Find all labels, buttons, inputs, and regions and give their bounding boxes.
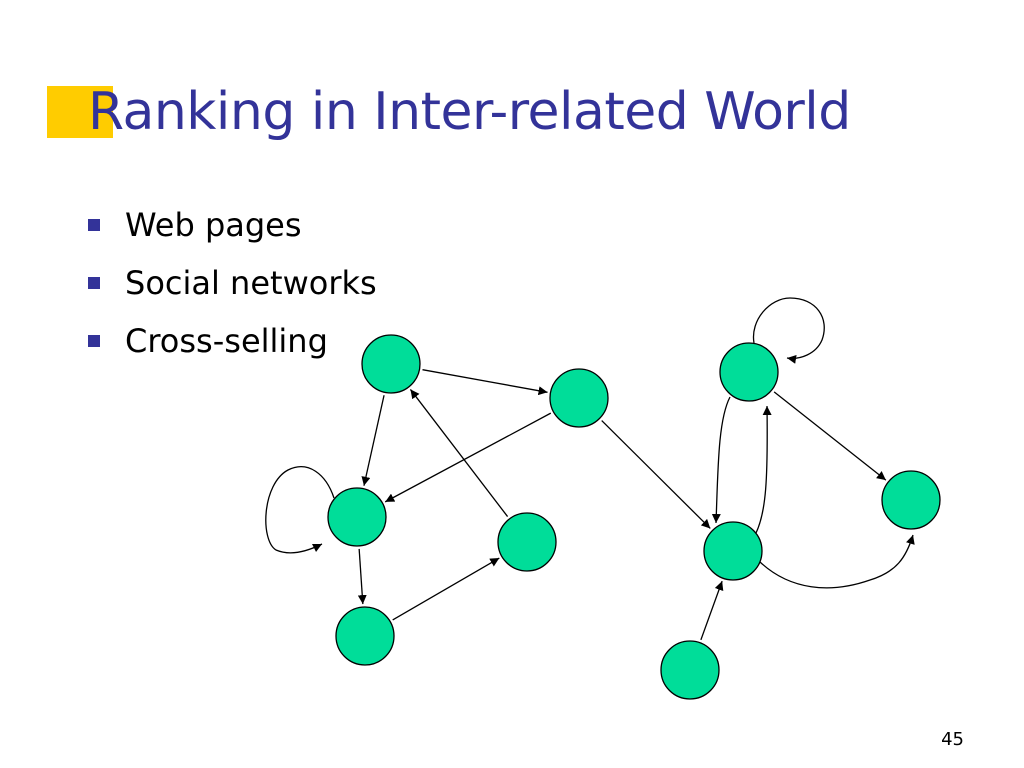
graph-edge-f-h [759, 534, 915, 589]
graph-node-g [719, 342, 779, 402]
bullet-text: Web pages [125, 206, 302, 244]
slide-title: Ranking in Inter-related World [88, 82, 851, 142]
graph-node-a [361, 334, 421, 394]
graph-node-d [497, 512, 557, 572]
page-number: 45 [941, 729, 964, 750]
graph-edge-b-c [384, 412, 552, 503]
graph-node-c [327, 487, 387, 547]
graph-edge-g-g [752, 297, 825, 364]
graph-edge-b-f [601, 420, 711, 529]
graph-edge-i-f [700, 580, 724, 641]
graph-edge-g-h [773, 391, 887, 481]
title-accent-square [47, 86, 113, 138]
bullet-item: Cross-selling [88, 312, 377, 370]
graph-node-e [335, 606, 395, 666]
square-bullet-icon [88, 219, 100, 231]
bullet-text: Cross-selling [125, 322, 328, 360]
graph-edge-c-e [357, 548, 367, 605]
bullet-item: Web pages [88, 196, 377, 254]
graph-edge-a-b [422, 369, 548, 396]
graph-node-h [881, 470, 941, 530]
bullet-item: Social networks [88, 254, 377, 312]
graph-node-b [549, 368, 609, 428]
square-bullet-icon [88, 335, 100, 347]
graph-edge-e-d [392, 557, 500, 621]
graph-node-f [703, 521, 763, 581]
bullet-list: Web pages Social networks Cross-selling [88, 196, 377, 370]
graph-edge-f-g [755, 405, 772, 534]
bullet-text: Social networks [125, 264, 377, 302]
graph-edge-a-c [361, 395, 385, 486]
graph-edge-c-c [265, 466, 335, 554]
square-bullet-icon [88, 277, 100, 289]
graph-edge-d-a [409, 389, 509, 517]
graph-edge-g-f [711, 396, 731, 524]
graph-node-i [660, 640, 720, 700]
